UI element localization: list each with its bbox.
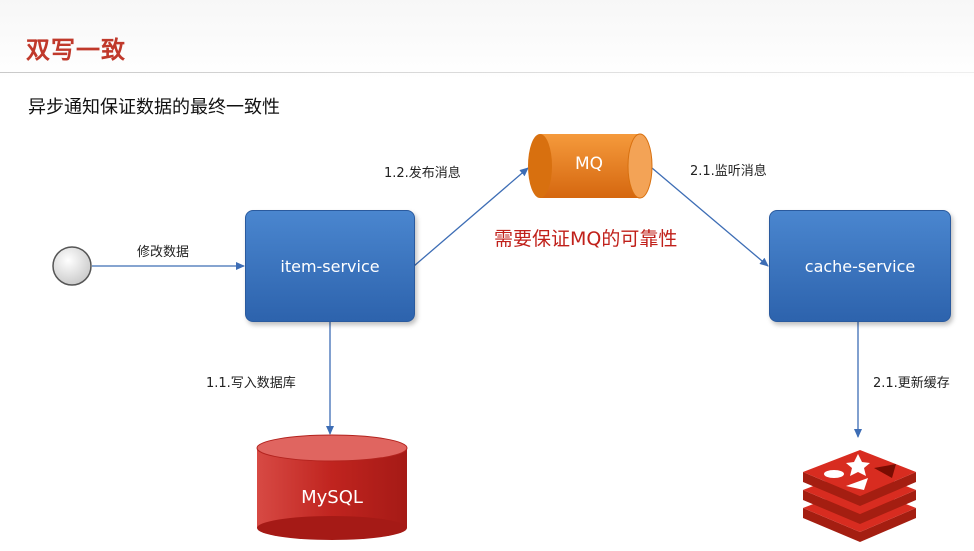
slide-subtitle: 异步通知保证数据的最终一致性 — [28, 97, 280, 118]
cache-service-label: cache-service — [804, 256, 916, 276]
reliability-note: 需要保证MQ的可靠性 — [494, 228, 678, 250]
slide-title: 双写一致 — [26, 36, 126, 64]
label-listen-message: 2.1.监听消息 — [690, 164, 767, 179]
mq-queue-shape — [528, 133, 653, 199]
title-divider — [0, 72, 974, 73]
label-modify-data: 修改数据 — [137, 245, 190, 260]
start-node — [52, 246, 92, 286]
item-service-label: item-service — [280, 256, 380, 276]
label-write-db: 1.1.写入数据库 — [206, 376, 296, 391]
mysql-database-shape — [256, 434, 408, 540]
arrow-publish-message — [413, 167, 529, 267]
item-service-node: item-service — [245, 210, 415, 322]
arrow-listen-message — [651, 167, 769, 267]
mq-label: MQ — [574, 154, 604, 174]
label-update-cache: 2.1.更新缓存 — [873, 376, 950, 391]
redis-icon — [803, 450, 916, 542]
cache-service-node: cache-service — [769, 210, 951, 322]
label-publish-message: 1.2.发布消息 — [384, 166, 461, 181]
mysql-label: MySQL — [301, 487, 363, 508]
